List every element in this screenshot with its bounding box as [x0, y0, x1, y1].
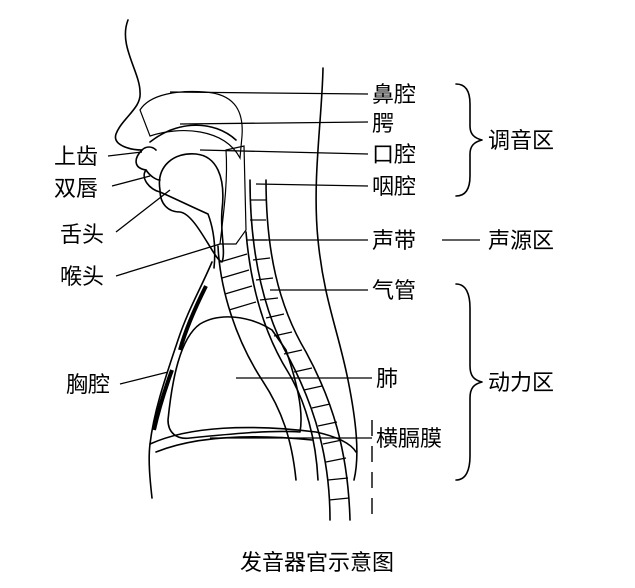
jaw: [159, 191, 216, 269]
spine-vertebrae: [250, 199, 350, 501]
diagram-title: 发音器官示意图: [240, 551, 394, 576]
label-xiong-qiang: 胸腔: [66, 373, 110, 398]
lung: [167, 316, 302, 440]
palate: [149, 124, 237, 143]
label-shang-chi: 上齿: [54, 145, 98, 170]
label-e: 腭: [372, 112, 394, 137]
nasal-cavity: [139, 90, 243, 161]
leader-lines: [107, 91, 480, 439]
upper-teeth: [141, 146, 157, 151]
label-fei: 肺: [376, 367, 398, 392]
brace-dong-li: [455, 283, 483, 481]
zone-sheng-yuan: 声源区: [488, 229, 554, 254]
diaphragm: [149, 426, 357, 453]
back-of-neck: [315, 67, 358, 481]
zone-tiao-yin: 调音区: [488, 129, 554, 154]
label-shuang-chun: 双唇: [54, 177, 98, 202]
label-heng-ge-mo: 横膈膜: [376, 427, 442, 452]
lips: [145, 169, 161, 181]
windpipe-back: [245, 231, 319, 481]
windpipe-front: [217, 245, 297, 481]
label-hou-tou: 喉头: [60, 265, 104, 290]
pharynx: [219, 145, 247, 245]
chest-wall: [148, 261, 213, 499]
label-qi-guan: 气管: [372, 279, 416, 304]
spine-back: [265, 179, 351, 521]
tongue: [158, 153, 225, 263]
label-bi-qiang: 鼻腔: [372, 83, 416, 108]
label-she-tou: 舌头: [60, 223, 104, 248]
windpipe-rings: [219, 253, 257, 311]
label-yan-qiang: 咽腔: [372, 175, 416, 200]
chest-wall-ribs: [152, 285, 208, 431]
label-kou-qiang: 口腔: [372, 143, 416, 168]
brace-tiao-yin: [455, 83, 483, 197]
face-profile: [114, 19, 161, 193]
label-sheng-dai: 声带: [372, 229, 416, 254]
zone-dong-li: 动力区: [488, 371, 554, 396]
